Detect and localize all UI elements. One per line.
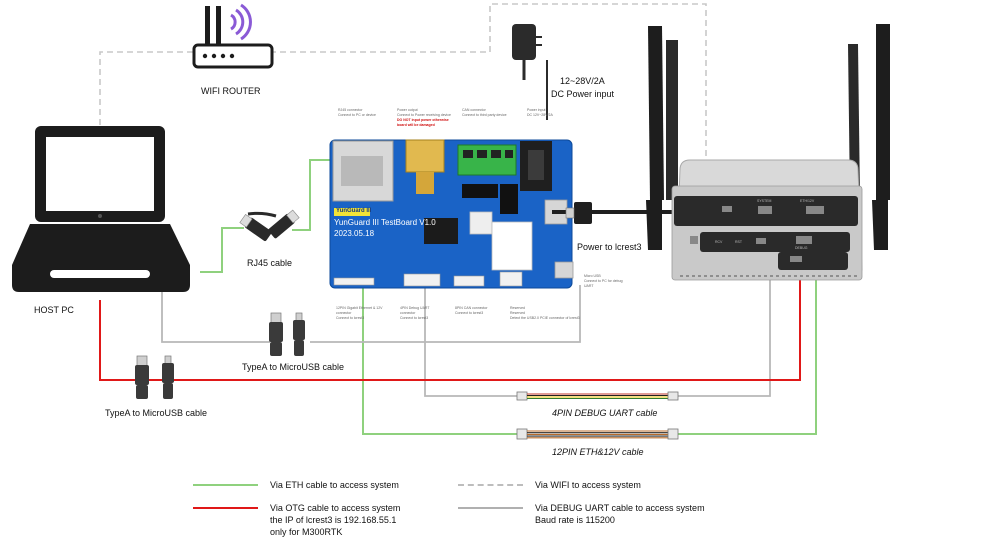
legend-text-uart-2: Baud rate is 115200 [535,514,705,526]
callout-power-in-desc: DC 12V~28V/2A [527,113,553,117]
callout-8pin-title: 8PIN CAN connector [455,306,488,310]
callout-reserved-2: Reserved [510,311,525,315]
callout-micro-usb-desc1: Connect to PC for debug [584,279,623,283]
board-model-tag: YunGuard III [336,208,371,214]
legend-text-otg-1: Via OTG cable to access system [270,502,400,514]
board-power-out-connector [406,140,444,172]
usb-plug-icon [269,313,305,356]
callout-can-title: CAN connector [462,108,486,112]
callout-can-desc: Connect to third party device [462,113,507,117]
test-board [330,140,573,288]
legend-swatch-wifi [458,484,523,486]
callout-micro-usb-title: Micro USB [584,274,601,278]
legend-item-eth: Via ETH cable to access system [193,479,399,491]
uart-link-pc [162,292,270,342]
legend-swatch-otg [193,507,258,509]
eth-link-rj45-board [292,160,333,230]
label-rj45-cable: RJ45 cable [247,258,292,268]
device-port-label-eth: ETH/12V [800,199,814,203]
label-uart-cable: 4PIN DEBUG UART cable [552,408,657,418]
wifi-link-pc [100,52,193,125]
callout-reserved-desc: Detect the USB2.0 PCIE connector of lcre… [510,316,580,320]
router-antenna-left [205,6,210,46]
label-wifi-router: WIFI ROUTER [201,86,261,96]
label-usb-cable-lower: TypeA to MicroUSB cable [105,408,207,418]
eth-link-board-ribbon [363,288,517,434]
laptop-icon [12,126,190,292]
label-power-input: DC Power input [551,89,614,99]
legend-text-otg-2: the IP of lcrest3 is 192.168.55.1 [270,514,400,526]
label-power-to-board: Power to lcrest3 [577,242,642,252]
legend-item-wifi: Via WIFI to access system [458,479,641,491]
callout-4pin-sub: connector [400,311,415,315]
eth-link-pc-rj45 [200,228,244,272]
board-date: 2023.05.18 [334,229,374,238]
legend-item-uart: Via DEBUG UART cable to access system Ba… [458,502,705,526]
callout-12pin-title: 12PIN Gigabit Ethernet & 12V [336,306,383,310]
callout-8pin-desc: Connect to lcrest3 [455,311,483,315]
power-adapter-icon [512,24,547,120]
callout-reserved-1: Reserved [510,306,525,310]
callout-4pin-title: 4PIN Debug UART [400,306,430,310]
callout-power-out-title: Power output [397,108,418,112]
board-title: YunGuard III TestBoard V1.0 [334,218,436,227]
callout-rj45-desc: Connect to PC or device [338,113,376,117]
callout-12pin-sub: connector [336,311,351,315]
legend-text-otg-3: only for M300RTK [270,526,400,538]
device-port-label-rcv: RCV [715,240,722,244]
label-host-pc: HOST PC [34,305,74,315]
device-port-label-rst: RST [735,240,742,244]
legend-item-otg: Via OTG cable to access system the IP of… [193,502,400,538]
callout-12pin-desc: Connect to lcrest3 [336,316,364,320]
board-can-terminal [458,145,516,175]
label-eth-cable: 12PIN ETH&12V cable [552,447,644,457]
callout-micro-usb-desc2: UART [584,284,593,288]
callout-4pin-desc: Connect to lcrest3 [400,316,428,320]
label-power-spec: 12~28V/2A [560,76,605,86]
callout-rj45-title: RJ45 connector [338,108,363,112]
ribbon-cable-icon [517,392,678,400]
legend-swatch-eth [193,484,258,486]
label-usb-cable-upper: TypeA to MicroUSB cable [242,362,344,372]
callout-power-out-warn1: DO NOT input power otherwise [397,118,449,122]
device-lcrest3 [646,24,890,280]
router-antenna-right [216,6,221,46]
device-port-label-debug: DEBUG [795,246,807,250]
legend-text-uart-1: Via DEBUG UART cable to access system [535,502,705,514]
callout-power-out-warn2: board will be damaged [397,123,435,127]
callout-power-in-title: Power input [527,108,545,112]
ribbon-cable-icon [517,429,678,439]
device-port-label-system: SYSTEM [757,199,771,203]
legend-text-wifi: Via WIFI to access system [535,479,641,491]
rj45-plug-icon [239,209,300,241]
usb-plug-icon [135,356,174,399]
legend-text-eth: Via ETH cable to access system [270,479,399,491]
callout-power-out-desc: Connect to Power receiving device [397,113,451,117]
wifi-router-icon [194,5,272,67]
legend-swatch-uart [458,507,523,509]
